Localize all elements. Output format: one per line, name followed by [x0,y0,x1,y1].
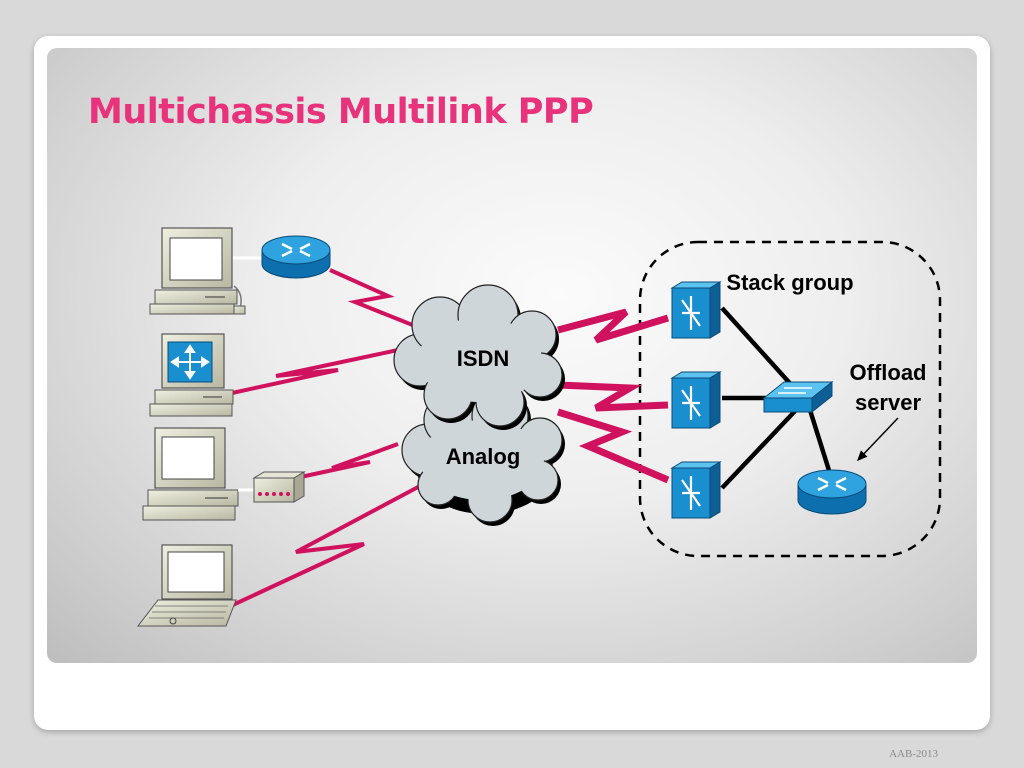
router-icon [797,469,867,515]
access-server-icon [670,371,722,429]
stack-links [720,306,835,490]
link-pc1 [329,268,416,328]
isdn-terminal-icon [149,333,234,417]
lan-switch-icon [762,380,834,414]
trunk-links [556,308,670,484]
link-pc2 [231,348,399,395]
access-server-icon [670,281,722,339]
offload-server-label-1: Offload [850,360,927,385]
pc-icon [142,427,256,521]
stack-group-label: Stack group [726,270,853,295]
offload-server-label-2: server [855,390,922,415]
trunk-3 [556,408,670,484]
offload-arrow [856,417,899,462]
trunk-2 [557,381,669,412]
link-laptop [221,484,421,612]
pc-icon [149,227,265,315]
link-pc3 [295,442,399,480]
cloud-analog-label: Analog [446,444,521,469]
stack-group-boundary [638,240,942,558]
trunk-1 [557,308,670,344]
slide-footer: AAB-2013 [889,748,938,760]
cloud-isdn-label: ISDN [457,346,510,371]
laptop-icon [136,544,237,627]
cloud-isdn: ISDN [393,284,565,430]
slide-title: Multichassis Multilink PPP [88,92,594,132]
access-server-icon [670,461,722,519]
router-icon [261,235,331,279]
modem-icon [252,471,306,503]
serial-links [221,268,421,612]
